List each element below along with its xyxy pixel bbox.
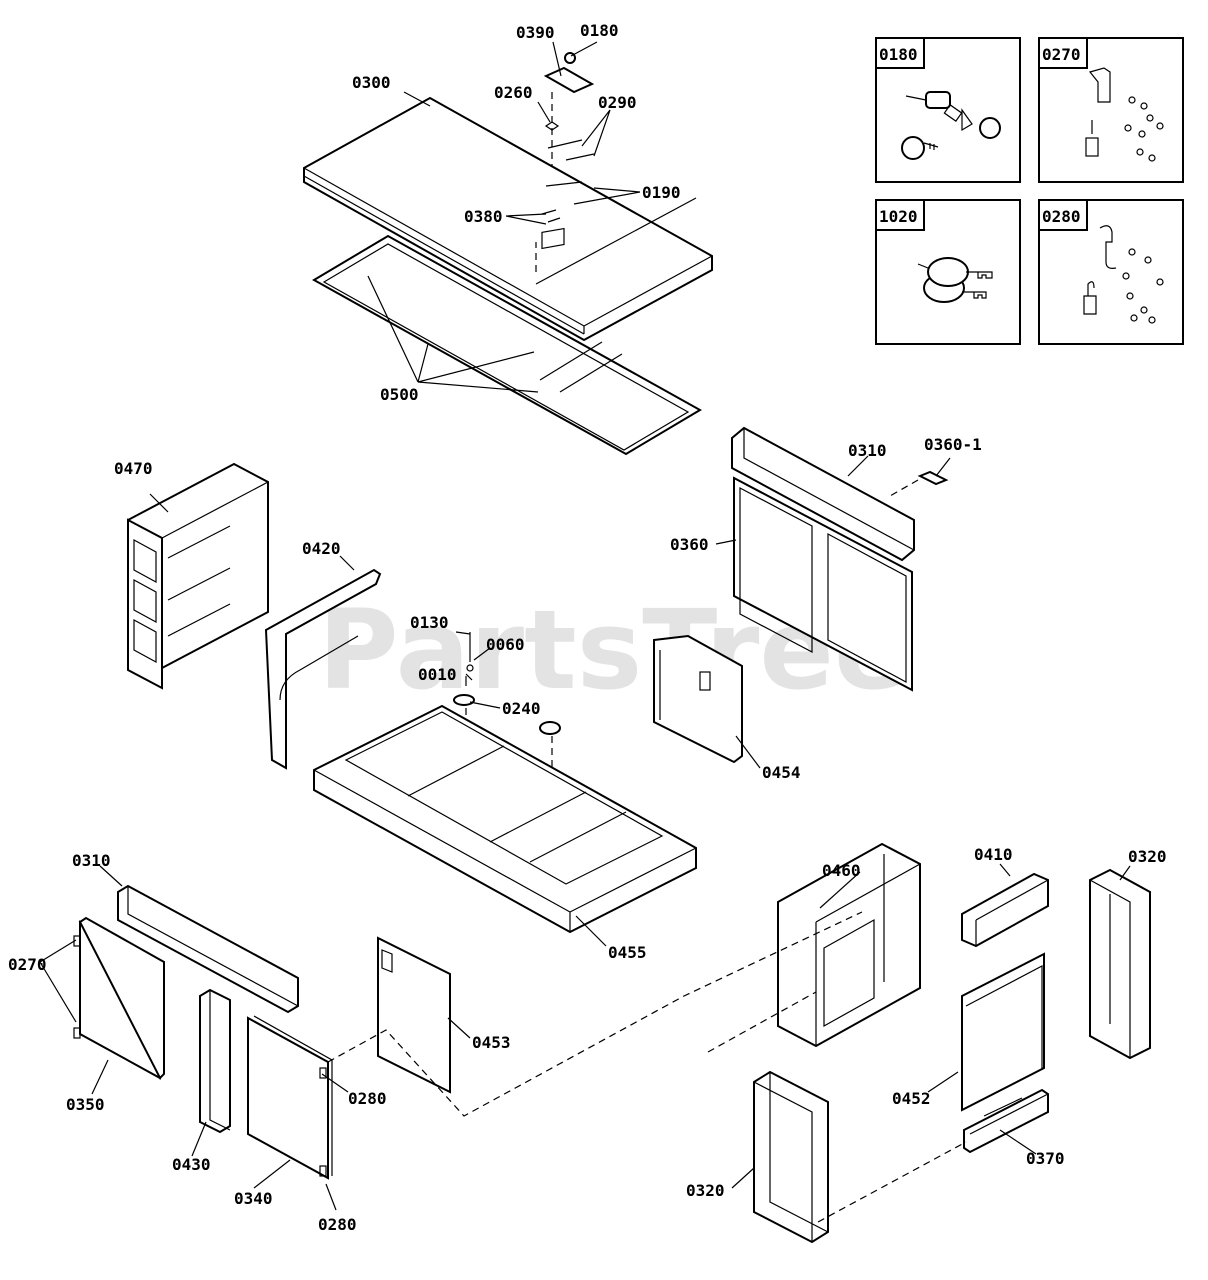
label-0180: 0180 — [580, 21, 619, 40]
part-0453-side-panel[interactable] — [377, 936, 451, 1094]
label-0010: 0010 — [418, 665, 457, 684]
label-0452: 0452 — [892, 1089, 931, 1108]
inset-tag: 0280 — [1042, 207, 1081, 226]
part-0360-doors[interactable] — [733, 476, 913, 692]
part-0060-washer[interactable] — [466, 664, 474, 672]
hinge-hardware-icon — [1085, 67, 1164, 162]
part-labels: 0390 0180 0300 0260 0290 0190 0380 0500 … — [8, 21, 1167, 1234]
lock-set-icon — [901, 91, 1001, 160]
part-0360-1-latch[interactable] — [917, 470, 949, 486]
label-0240: 0240 — [502, 699, 541, 718]
label-0280-b: 0280 — [318, 1215, 357, 1234]
part-0290-rods[interactable] — [547, 139, 595, 161]
label-0320-lower: 0320 — [686, 1181, 725, 1200]
part-0370-kick-plate[interactable] — [963, 1088, 1049, 1154]
inset-tag: 0180 — [879, 45, 918, 64]
label-0430: 0430 — [172, 1155, 211, 1174]
inset-tag: 0270 — [1042, 45, 1081, 64]
part-0390-plate[interactable] — [543, 66, 595, 94]
label-0390: 0390 — [516, 23, 555, 42]
label-0410: 0410 — [974, 845, 1013, 864]
part-0340-door[interactable] — [247, 1015, 333, 1180]
part-0320-lower-side[interactable] — [753, 1070, 829, 1244]
label-0350: 0350 — [66, 1095, 105, 1114]
inset-box-1020[interactable]: 1020 — [875, 199, 1021, 345]
inset-box-0180[interactable]: 0180 — [875, 37, 1021, 183]
label-0370: 0370 — [1026, 1149, 1065, 1168]
inset-tag: 1020 — [879, 207, 918, 226]
label-0360-1: 0360-1 — [924, 435, 982, 454]
label-0340: 0340 — [234, 1189, 273, 1208]
part-0310-lower-rail[interactable] — [117, 884, 299, 1014]
part-0320-upper-side[interactable] — [1089, 868, 1151, 1060]
label-0453: 0453 — [472, 1033, 511, 1052]
leader-lines — [39, 41, 1131, 1211]
label-0280-a: 0280 — [348, 1089, 387, 1108]
part-0260-clip[interactable] — [544, 121, 560, 131]
label-0460: 0460 — [822, 861, 861, 880]
label-0270: 0270 — [8, 955, 47, 974]
part-0455-base-frame[interactable] — [313, 704, 697, 934]
label-0420: 0420 — [302, 539, 341, 558]
label-0454: 0454 — [762, 763, 801, 782]
part-0300-top[interactable] — [303, 96, 713, 342]
part-0500-frame[interactable] — [311, 234, 703, 456]
part-0240-pad[interactable] — [453, 694, 561, 735]
key-set-icon — [917, 257, 993, 303]
hook-hardware-icon — [1083, 225, 1164, 324]
part-0310-upper-rail[interactable] — [731, 426, 915, 562]
inset-box-0270[interactable]: 0270 — [1038, 37, 1184, 183]
part-0410-rail[interactable] — [961, 872, 1049, 948]
label-0260: 0260 — [494, 83, 533, 102]
label-0310-upper: 0310 — [848, 441, 887, 460]
label-0130: 0130 — [410, 613, 449, 632]
part-0470-side-panel[interactable] — [127, 462, 269, 690]
label-0320-upper: 0320 — [1128, 847, 1167, 866]
part-0430-post[interactable] — [199, 988, 231, 1134]
label-0290: 0290 — [598, 93, 637, 112]
label-0060: 0060 — [486, 635, 525, 654]
label-0500: 0500 — [380, 385, 419, 404]
label-0360: 0360 — [670, 535, 709, 554]
label-0300: 0300 — [352, 73, 391, 92]
part-0420-divider[interactable] — [264, 568, 382, 770]
part-0452-door[interactable] — [961, 952, 1045, 1112]
label-0455: 0455 — [608, 943, 647, 962]
part-0460-cabinet-frame[interactable] — [777, 842, 921, 1048]
label-0470: 0470 — [114, 459, 153, 478]
label-0190: 0190 — [642, 183, 681, 202]
part-0454-back-panel[interactable] — [653, 634, 743, 764]
part-0350-door[interactable] — [73, 916, 165, 1080]
inset-box-0280[interactable]: 0280 — [1038, 199, 1184, 345]
label-0310-lower: 0310 — [72, 851, 111, 870]
label-0380: 0380 — [464, 207, 503, 226]
